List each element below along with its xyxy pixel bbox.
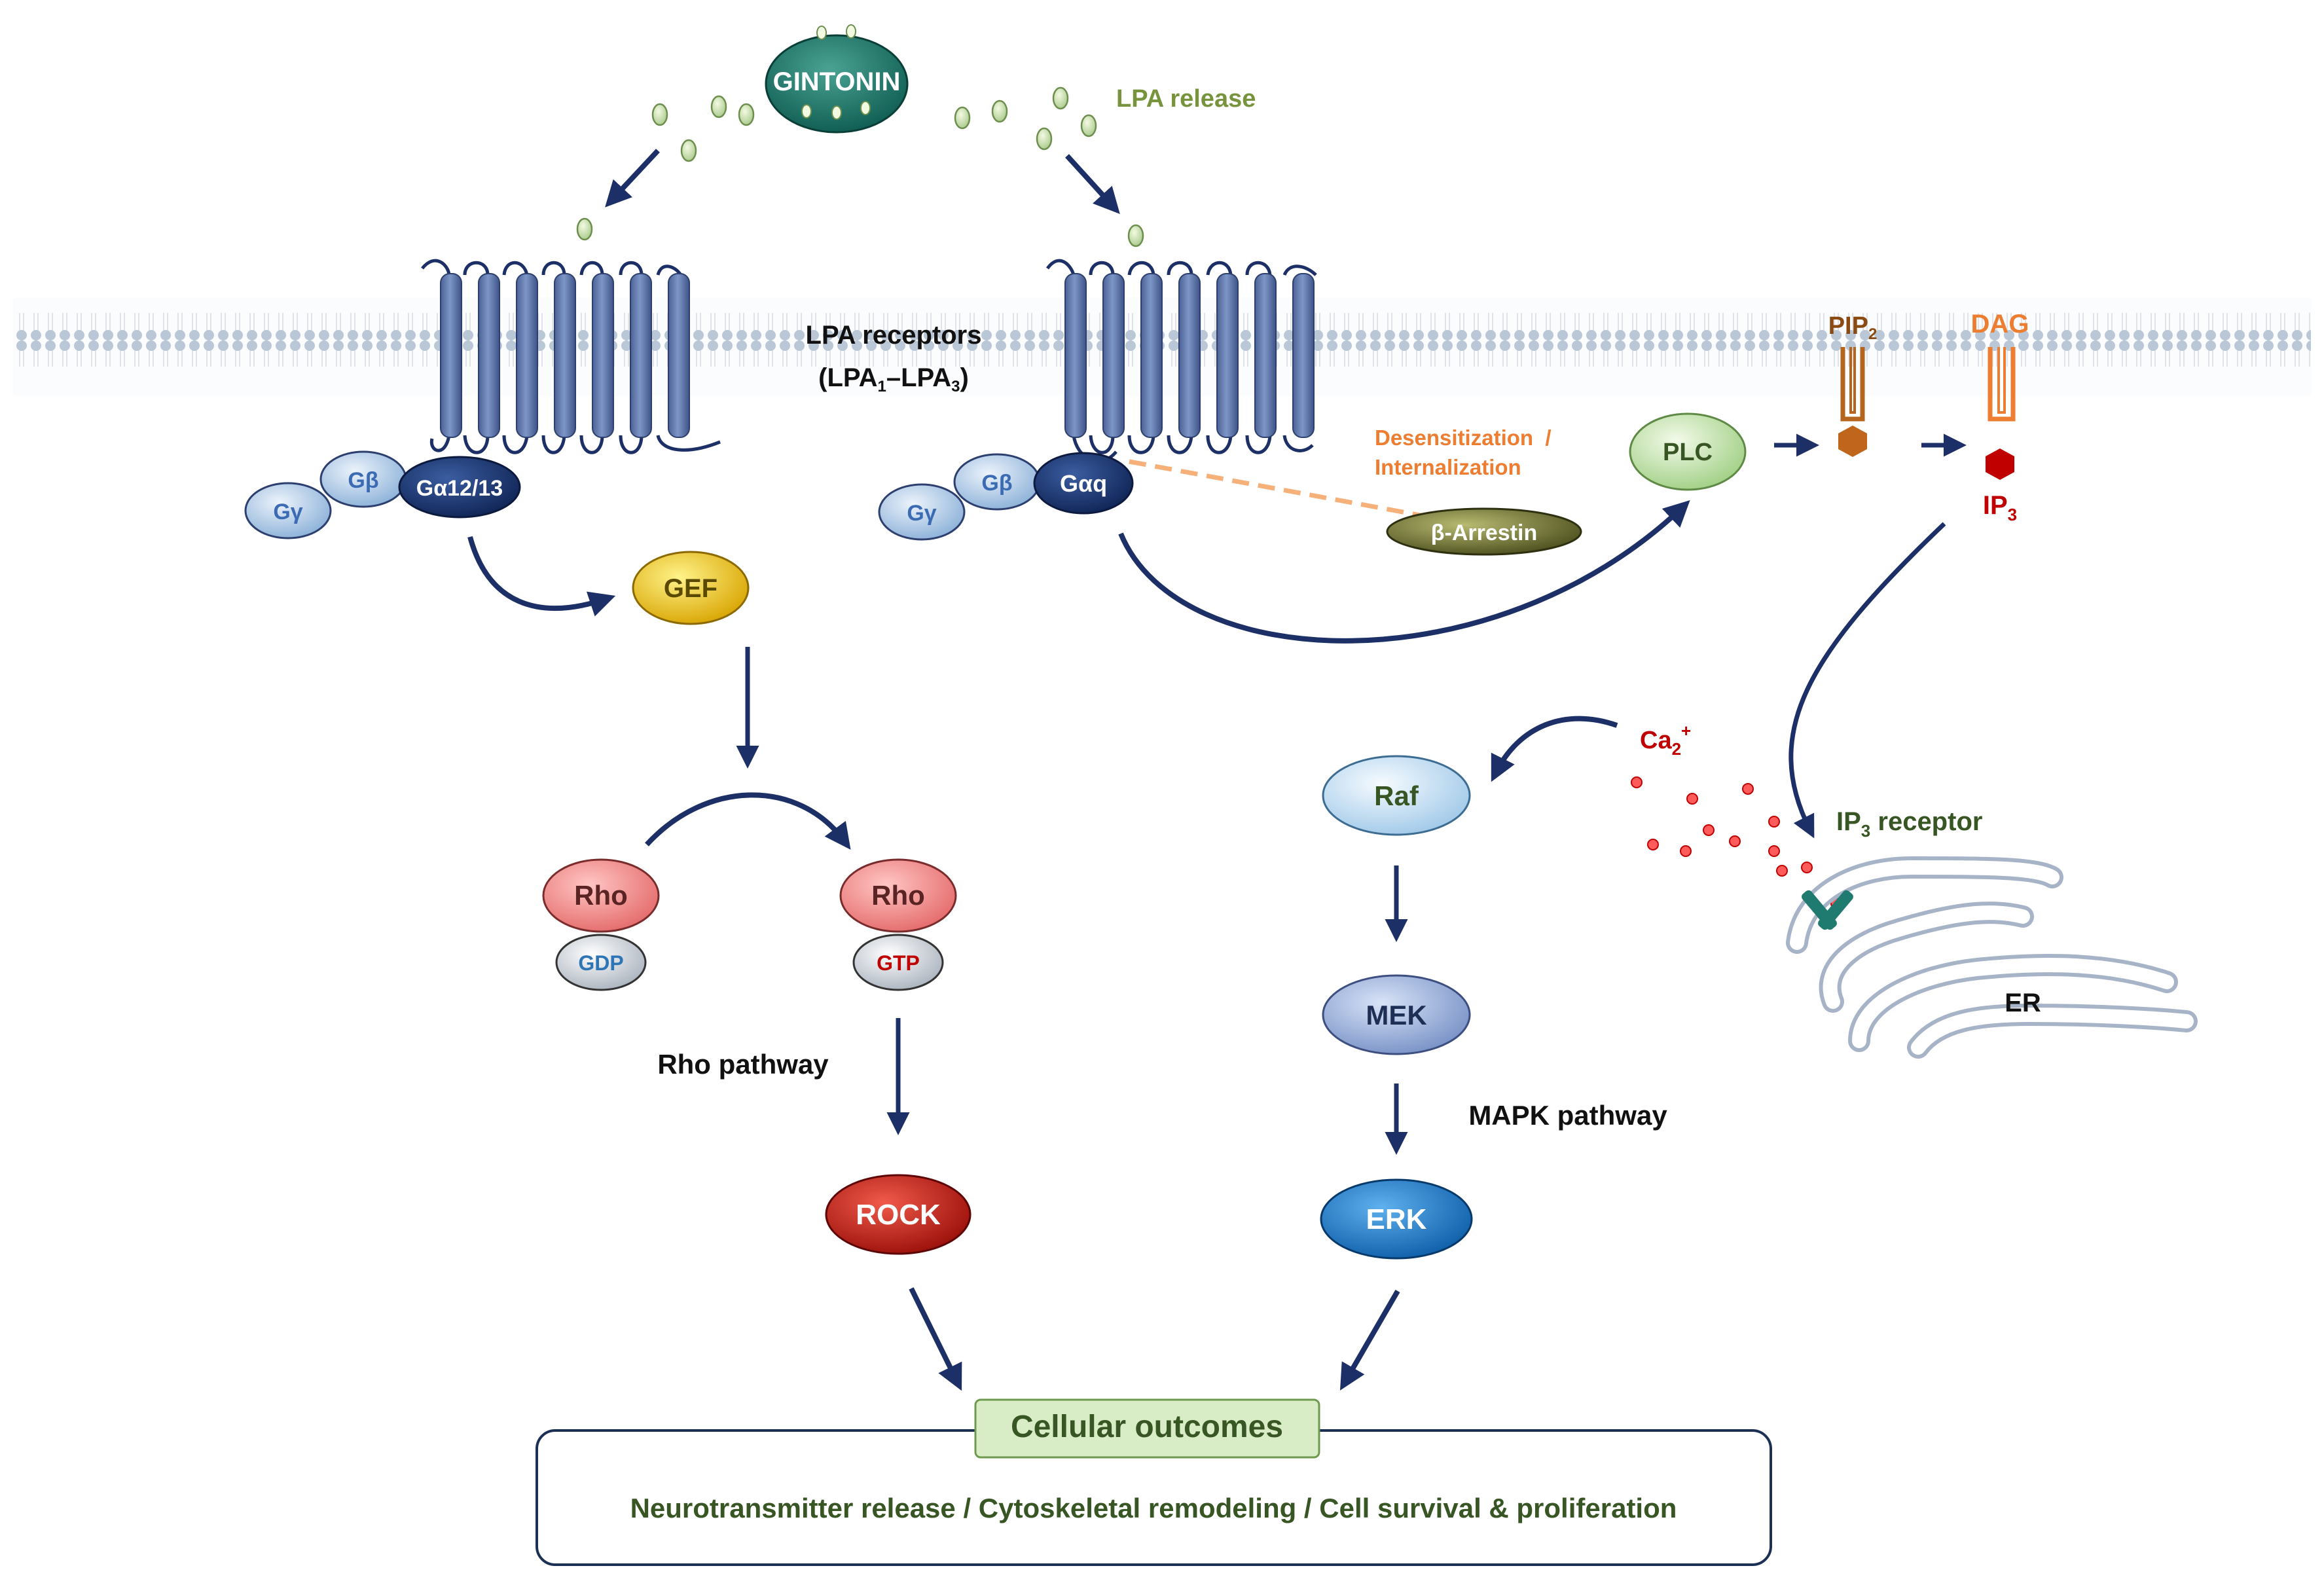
g-gamma-left: Gγ [273, 500, 302, 524]
raf-label: Raf [1374, 780, 1419, 811]
g-protein-left: Gγ Gβ Gα12/13 [244, 450, 521, 539]
rho-pathway-label: Rho pathway [657, 1049, 829, 1080]
rho-gdp-complex: GDP Rho [542, 858, 660, 991]
pip2-label: PIP2 [1828, 312, 1878, 343]
g-beta-right: Gβ [981, 471, 1012, 496]
arrow-rock-to-outcomes [909, 1287, 962, 1391]
gtp-label: GTP [877, 951, 920, 975]
dag-lipid [1988, 347, 2016, 422]
gdp-label: GDP [578, 951, 623, 975]
mapk-pathway-label: MAPK pathway [1468, 1100, 1667, 1131]
mek-kinase: MEK [1322, 974, 1471, 1055]
mek-label: MEK [1366, 1000, 1426, 1030]
g-alpha-q: Gαq [1060, 470, 1107, 497]
beta-arrestin-label: β-Arrestin [1431, 520, 1537, 545]
arrow-calcium-to-raf [1491, 716, 1618, 782]
rho-active-label: Rho [871, 880, 925, 911]
outcomes-title-box [974, 1398, 1320, 1459]
g-protein-right: Gγ Gβ Gαq [878, 452, 1134, 541]
desensitization-dashed-line [1129, 459, 1467, 526]
outcomes-title: Cellular outcomes [1011, 1410, 1283, 1444]
desensitization-label: Desensitization / [1375, 426, 1552, 450]
arrow-galpha12-to-gef [467, 536, 616, 617]
arrow-erk-to-outcomes [1339, 1289, 1400, 1391]
endoplasmic-reticulum [1786, 856, 2198, 1059]
g-beta-left: Gβ [348, 468, 378, 493]
plc-label: PLC [1663, 439, 1713, 466]
g-gamma-right: Gγ [907, 501, 936, 526]
rho-inactive-label: Rho [574, 880, 628, 911]
lpa-receptor-right [1045, 259, 1317, 464]
lpa-particles [576, 86, 1144, 247]
arrow-ligand-to-right-receptor [1065, 154, 1120, 214]
gef-label: GEF [664, 574, 717, 603]
lpa-release-label: LPA release [1116, 85, 1256, 113]
dag-label: DAG [1971, 310, 2029, 338]
g-alpha-12-13: Gα12/13 [416, 476, 503, 501]
rock-kinase: ROCK [825, 1174, 971, 1255]
gef-protein: GEF [632, 551, 750, 625]
rock-label: ROCK [856, 1199, 941, 1231]
arrow-ip3-to-er [1788, 522, 1946, 839]
arrow-ligand-to-left-receptor [605, 149, 660, 208]
ip3-molecule [1986, 448, 2014, 480]
ip3-receptor-channel [1802, 890, 1853, 930]
beta-arrestin: β-Arrestin [1386, 507, 1582, 556]
receptor-subtypes: (LPA1–LPA3) [818, 363, 969, 395]
lpa-receptor-left [421, 259, 721, 454]
erk-kinase: ERK [1320, 1178, 1473, 1260]
gintonin-label: GINTONIN [773, 67, 901, 96]
erk-label: ERK [1366, 1203, 1427, 1235]
calcium-label: Ca2+ [1640, 721, 1691, 759]
internalization-label: Internalization [1375, 455, 1521, 479]
plc-enzyme: PLC [1629, 412, 1747, 491]
arrow-rho-activation [645, 792, 851, 850]
receptor-title: LPA receptors [806, 321, 982, 350]
er-label: ER [2005, 989, 2041, 1017]
outcomes-text: Neurotransmitter release / Cytoskeletal … [630, 1493, 1677, 1523]
arrow-gaq-to-plc [1118, 500, 1690, 644]
gintonin: GINTONIN [765, 24, 909, 134]
raf-kinase: Raf [1322, 755, 1471, 836]
pip2-lipid [1838, 347, 1867, 457]
rho-gtp-complex: GTP Rho [839, 858, 957, 991]
ip3-label: IP3 [1983, 491, 2017, 524]
calcium-ions [1631, 776, 1842, 909]
ip3-receptor-label: IP3 receptor [1836, 807, 1982, 841]
